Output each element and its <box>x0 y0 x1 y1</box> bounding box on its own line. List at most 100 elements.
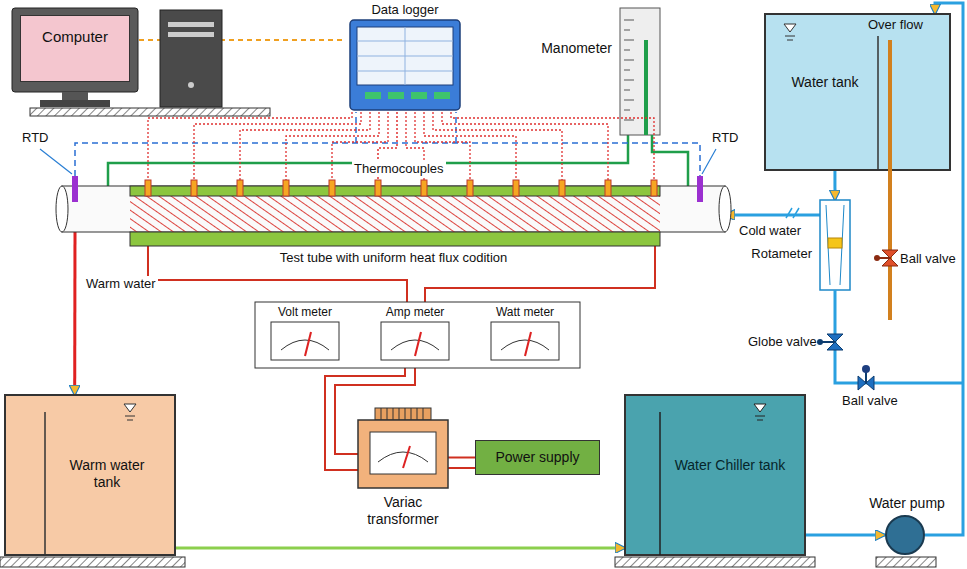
test-tube <box>130 232 660 246</box>
power-supply: Power supply <box>475 440 600 475</box>
thermocouple-probe <box>467 180 473 196</box>
meter-panel <box>525 332 531 356</box>
meter-panel <box>305 332 311 356</box>
rotameter-body <box>820 200 850 290</box>
supply-pipe <box>835 290 963 383</box>
manometer-body <box>620 8 660 135</box>
rtd-probe <box>697 176 703 202</box>
rtd-wire <box>455 112 457 143</box>
thermocouple-wire <box>194 112 361 180</box>
data-logger-device <box>388 92 404 99</box>
node-text: Data logger <box>345 2 465 18</box>
water-tank <box>785 36 795 40</box>
node-text: Water pump <box>847 495 967 512</box>
node-text: Volt meter <box>265 305 345 319</box>
warm-water-tank <box>5 395 175 555</box>
flow-label: Cold water <box>737 223 803 239</box>
thermocouple-probe <box>513 180 519 196</box>
chiller-tank <box>755 416 765 420</box>
manometer-body <box>624 20 634 120</box>
manometer-body <box>644 40 648 135</box>
thermocouple-wire <box>240 112 370 180</box>
thermocouple-wire <box>433 112 562 180</box>
node-text: Computer <box>21 28 129 46</box>
chiller-tank <box>625 395 805 555</box>
water-tank <box>765 14 950 170</box>
pipe-break <box>786 208 799 218</box>
ground-hatch <box>30 108 270 116</box>
node-text: Variac transformer <box>353 494 453 528</box>
computer-monitor <box>12 8 138 92</box>
thermocouple-probe <box>559 180 565 196</box>
water-tank <box>784 24 796 32</box>
overflow-pipe <box>888 40 892 320</box>
valve-label: Ball valve <box>842 393 898 409</box>
sensor-label: RTD <box>712 130 738 146</box>
overflow-pipe <box>874 255 880 261</box>
heater-wire <box>448 467 475 469</box>
data-logger-device <box>365 92 381 99</box>
node-text: Manometer <box>541 40 612 57</box>
water-tank: Water tank <box>765 14 950 170</box>
data-logger-device <box>357 27 453 85</box>
data-logger: Data logger <box>345 2 465 112</box>
globe-valve <box>817 339 823 345</box>
thermocouple-probe <box>237 180 243 196</box>
variac-body <box>375 408 431 420</box>
node-text: Warm water tank <box>57 457 157 491</box>
thermocouple-probe <box>191 180 197 196</box>
globe-valve <box>817 334 843 350</box>
warm-water-tank: Warm water tank <box>5 395 175 555</box>
node-text: Test tube with uniform heat flux coditio… <box>62 250 725 266</box>
computer-screen: Computer <box>20 15 130 82</box>
chiller-tank <box>754 404 766 412</box>
thermocouple-wire <box>148 112 352 180</box>
thermocouple-probe <box>283 180 289 196</box>
variac-body <box>381 408 423 420</box>
test-tube <box>56 186 731 246</box>
meter-panel <box>255 302 580 368</box>
rotameter-body <box>820 200 850 290</box>
pressure-line <box>652 135 688 186</box>
flow-label: Warm water <box>84 276 158 292</box>
variac-body <box>378 452 428 462</box>
part-label: Over flow <box>868 17 923 33</box>
flow-connector <box>73 232 76 395</box>
rotameter-body <box>828 238 842 248</box>
flow-connector <box>725 213 820 216</box>
computer-monitor <box>62 92 88 100</box>
valve-label: Globe valve <box>748 334 817 350</box>
supply-pipe <box>835 290 963 383</box>
node-text: Power supply <box>476 441 599 474</box>
water-pump: Water pump <box>885 515 925 555</box>
meter-panel <box>491 322 559 360</box>
chiller-tank: Water Chiller tank <box>625 395 805 555</box>
ground-hatch <box>0 108 936 567</box>
rtd-probe <box>40 149 716 202</box>
node-text: Watt meter <box>485 305 565 319</box>
ground-hatch <box>0 557 185 567</box>
ball-valve <box>862 365 870 373</box>
manometer-body <box>620 8 660 135</box>
ball-valve <box>865 372 867 383</box>
thermocouple-wire <box>148 112 654 180</box>
computer-monitor <box>40 100 110 107</box>
ball-valve <box>858 365 874 390</box>
overflow-pipe <box>879 257 890 259</box>
test-tube <box>130 196 660 232</box>
pipe-break <box>786 208 799 218</box>
test-tube: Test tube with uniform heat flux coditio… <box>62 186 725 232</box>
thermocouple-probe <box>375 180 381 196</box>
test-tube <box>62 186 725 232</box>
data-logger-device <box>411 92 427 99</box>
node-text: Rotameter <box>751 246 812 262</box>
rtd-probe <box>72 176 78 202</box>
computer-tower <box>160 10 222 107</box>
warm-water-tank <box>5 395 175 555</box>
test-tube <box>130 186 660 196</box>
variac-body <box>370 432 436 474</box>
meter-panel <box>391 340 439 350</box>
data-logger-device <box>350 20 460 110</box>
chiller-tank <box>659 412 661 555</box>
